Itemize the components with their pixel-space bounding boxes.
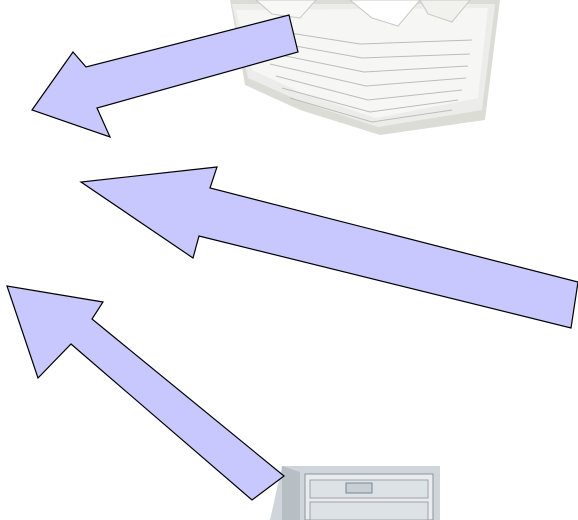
arrow-middle	[81, 167, 578, 328]
filing-cabinet-icon	[270, 466, 440, 520]
arrow-bottom	[7, 286, 284, 500]
